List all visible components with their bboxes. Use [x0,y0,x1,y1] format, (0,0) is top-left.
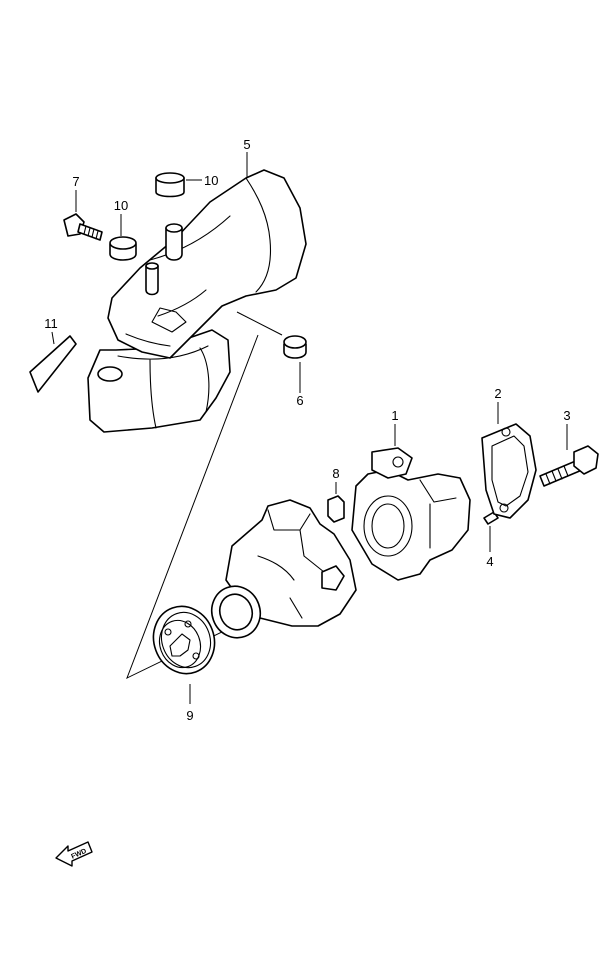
label-6: 6 [296,393,303,408]
part-1-housing [351,424,471,581]
part-11-plate [29,331,77,393]
part-10-grommet-lower [109,214,137,261]
label-3: 3 [563,408,570,423]
label-7: 7 [72,174,79,189]
part-7-bolt [63,190,103,241]
label-10-lower: 10 [114,198,128,213]
callout-labels: 1 2 3 4 5 6 7 8 9 10 10 11 [44,137,570,723]
label-11: 11 [44,316,58,331]
part-5-cover [87,169,307,433]
label-1: 1 [391,408,398,423]
part-6-grommet [283,335,307,393]
part-3-bolt [539,424,599,487]
part-8-nut [327,482,345,523]
part-10-grommet-upper [155,172,202,198]
label-2: 2 [494,386,501,401]
fwd-arrow-icon: FWD [55,841,93,867]
label-5: 5 [243,137,250,152]
label-8: 8 [332,466,339,481]
label-9: 9 [186,708,193,723]
label-4: 4 [486,554,493,569]
part-4-pin [483,511,499,552]
label-10-upper: 10 [204,173,218,188]
part-9-water-pump [152,499,357,704]
part-2-gasket [481,402,537,519]
